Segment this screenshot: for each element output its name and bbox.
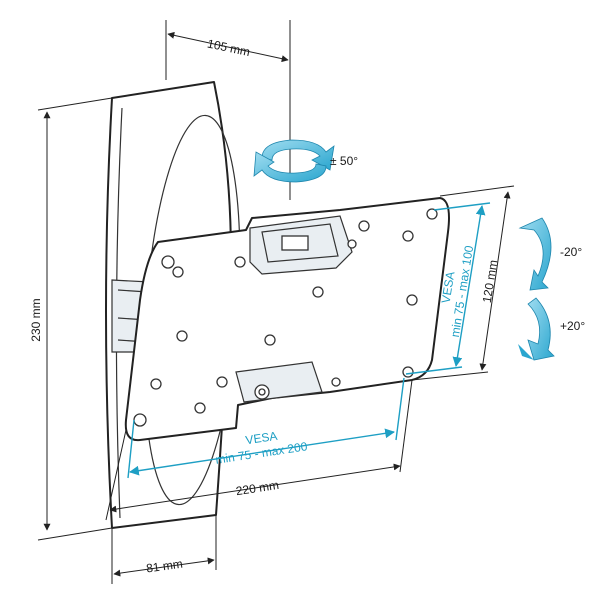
- dim-plate-width: 220 mm: [105, 379, 413, 521]
- label-top-width: 105 mm: [206, 36, 251, 59]
- label-tilt-down: +20°: [560, 319, 585, 333]
- mounting-holes: [133, 208, 438, 427]
- dim-height: 230 mm: [29, 97, 113, 541]
- label-plate-width: 220 mm: [235, 478, 280, 498]
- dim-depth: 81 mm: [111, 515, 217, 584]
- label-plate-height: 120 mm: [480, 259, 501, 304]
- vesa-vertical-title: VESA: [439, 270, 458, 304]
- tilt-up-arrow-icon: -20°: [518, 217, 582, 291]
- label-swivel: ± 50°: [330, 154, 358, 168]
- label-depth: 81 mm: [145, 557, 183, 576]
- vesa-horizontal-title: VESA: [245, 429, 279, 448]
- tilt-down-arrow-icon: +20°: [518, 297, 585, 361]
- label-height: 230 mm: [29, 298, 43, 341]
- swivel-arrow-icon: ± 50°: [253, 139, 358, 183]
- tv-mounting-plate: [124, 197, 450, 442]
- label-tilt-up: -20°: [560, 245, 582, 259]
